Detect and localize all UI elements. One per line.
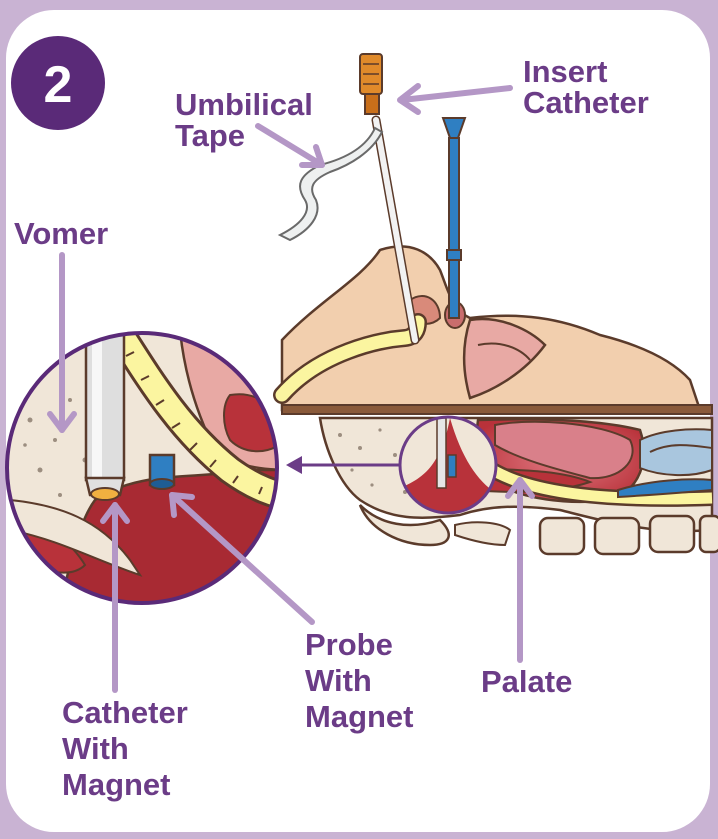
label-umbilical-tape-line-1: Umbilical	[175, 87, 313, 122]
step-number: 2	[44, 56, 73, 114]
label-insert-catheter-line-1: Insert	[523, 54, 607, 89]
catheter-magnet	[91, 488, 119, 500]
probe-magnet	[150, 479, 174, 489]
label-insert-catheter-line-2: Catheter	[523, 85, 649, 120]
label-probe-line-3: Magnet	[305, 699, 414, 734]
label-probe-line-1: Probe	[305, 627, 393, 662]
label-vomer: Vomer	[14, 216, 108, 251]
label-probe-line-2: With	[305, 663, 372, 698]
step-badge: 2	[11, 36, 105, 130]
label-catheter-line-3: Magnet	[62, 767, 171, 802]
label-palate: Palate	[481, 664, 572, 699]
label-catheter-line-1: Catheter	[62, 695, 188, 730]
label-umbilical-tape-line-2: Tape	[175, 118, 245, 153]
label-catheter-line-2: With	[62, 731, 129, 766]
